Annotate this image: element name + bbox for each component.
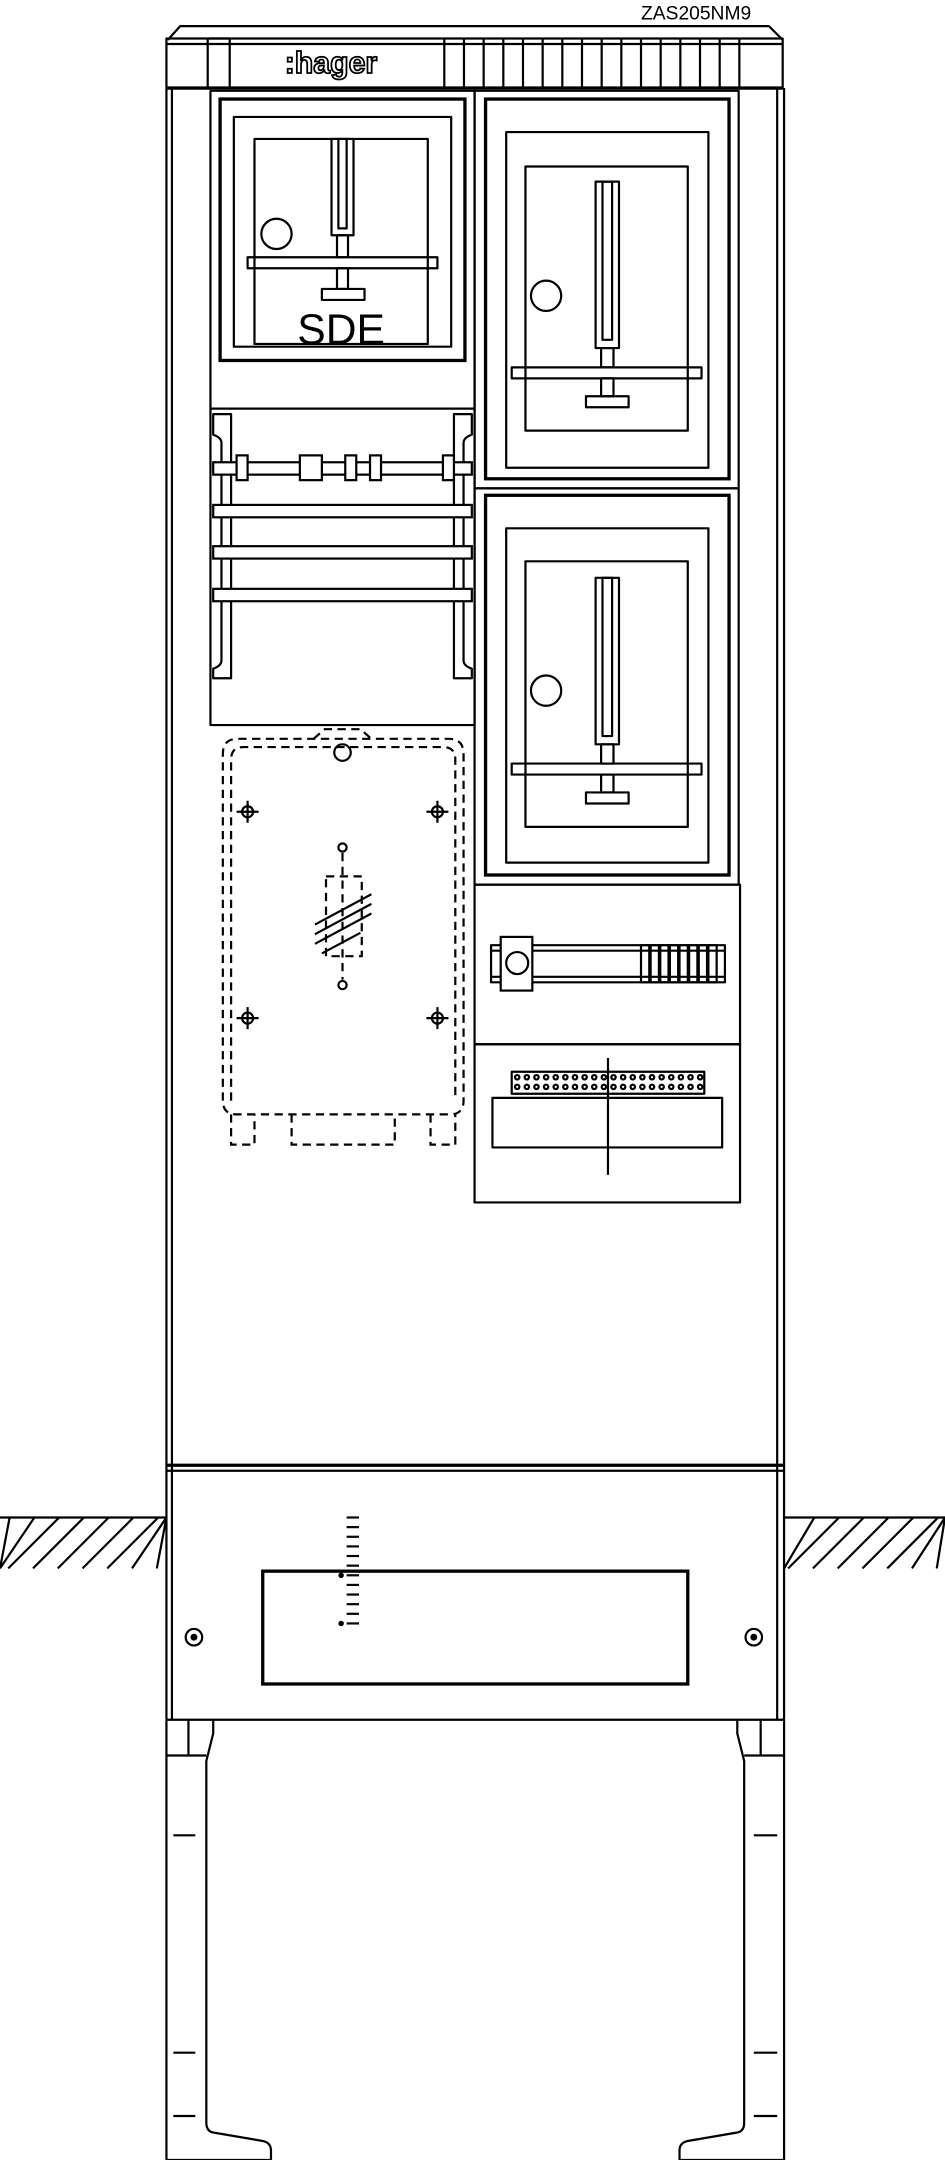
terminal bbox=[562, 1073, 569, 1081]
terminal bbox=[610, 1073, 617, 1081]
sde-meter-compartment: SDE bbox=[209, 89, 476, 410]
base-section bbox=[0, 1516, 945, 1686]
terminal bbox=[590, 1073, 598, 1081]
terminal bbox=[687, 1083, 694, 1091]
terminal bbox=[696, 1073, 704, 1081]
ground-hatch bbox=[783, 1516, 816, 1569]
terminal-compartment bbox=[473, 883, 742, 1046]
ground-hatch bbox=[56, 1516, 110, 1570]
terminal bbox=[619, 1073, 627, 1081]
mounting-screw-icon bbox=[426, 1007, 449, 1030]
terminal bbox=[571, 1073, 579, 1081]
ground-hatch bbox=[32, 1516, 85, 1570]
svg-text::hager: :hager bbox=[285, 47, 378, 80]
cabinet-feet bbox=[165, 1719, 786, 2160]
ground-hatch bbox=[131, 1516, 168, 1570]
ground-hatch bbox=[0, 1517, 11, 1569]
terminal bbox=[533, 1083, 540, 1091]
terminal bbox=[639, 1073, 646, 1081]
busbar-area bbox=[209, 408, 476, 727]
connection-box-dashed bbox=[221, 728, 465, 1146]
terminal bbox=[648, 1083, 656, 1091]
meter-compartment-1 bbox=[473, 89, 740, 490]
terminal bbox=[658, 1073, 665, 1081]
terminal bbox=[533, 1073, 540, 1081]
terminal bbox=[697, 944, 709, 984]
terminal bbox=[688, 944, 699, 984]
ground-hatch bbox=[886, 1516, 939, 1570]
mounting-screw-icon bbox=[236, 1007, 259, 1030]
terminal bbox=[513, 1073, 521, 1081]
mounting-screw-icon bbox=[236, 800, 259, 823]
terminal bbox=[542, 1073, 550, 1081]
ground-hatch bbox=[106, 1516, 159, 1570]
terminal bbox=[677, 1073, 685, 1081]
terminal bbox=[542, 1083, 550, 1091]
ground-hatch bbox=[935, 1517, 945, 1569]
mounting-screw-icon bbox=[426, 800, 449, 823]
terminal bbox=[667, 1083, 675, 1091]
terminal bbox=[629, 1073, 637, 1081]
cabinet-body bbox=[165, 88, 786, 1721]
terminal bbox=[562, 1083, 569, 1091]
terminal bbox=[581, 1083, 588, 1091]
distribution-compartment bbox=[473, 1043, 742, 1204]
terminal bbox=[639, 1083, 646, 1091]
ground-hatch bbox=[911, 1516, 945, 1570]
terminal bbox=[619, 1083, 627, 1091]
terminal bbox=[590, 1083, 598, 1091]
ground-hatch bbox=[861, 1516, 915, 1570]
terminal bbox=[581, 1073, 588, 1081]
terminal bbox=[707, 944, 718, 984]
terminal bbox=[668, 944, 680, 984]
ground-hatch bbox=[81, 1516, 135, 1570]
terminal bbox=[600, 1083, 608, 1091]
hager-logo: :hager bbox=[284, 46, 378, 81]
ground-hatch bbox=[836, 1516, 890, 1570]
terminal bbox=[600, 1073, 608, 1081]
terminal bbox=[639, 944, 651, 984]
terminal bbox=[610, 1083, 617, 1091]
terminal bbox=[677, 1083, 685, 1091]
terminal bbox=[523, 1073, 531, 1081]
terminal bbox=[552, 1083, 560, 1091]
scale-dot bbox=[338, 1572, 344, 1579]
scale-dot bbox=[338, 1620, 344, 1627]
model-code: ZAS205NM9 bbox=[641, 3, 751, 24]
terminal bbox=[552, 1073, 560, 1081]
ground-hatch bbox=[0, 1516, 36, 1570]
ground-hatch bbox=[812, 1516, 865, 1570]
sde-label: SDE bbox=[297, 306, 385, 354]
terminal bbox=[629, 1083, 637, 1091]
ground-hatch bbox=[787, 1516, 840, 1570]
meter-compartment-2 bbox=[473, 487, 740, 886]
terminal bbox=[658, 1083, 665, 1091]
ground-hatch bbox=[155, 1517, 168, 1569]
terminal bbox=[649, 944, 660, 984]
terminal bbox=[513, 1083, 521, 1091]
terminal bbox=[678, 944, 689, 984]
terminal bbox=[696, 1083, 704, 1091]
terminal bbox=[667, 1073, 675, 1081]
terminal bbox=[659, 944, 670, 984]
terminal bbox=[687, 1073, 694, 1081]
ground-hatch bbox=[7, 1516, 60, 1570]
terminal bbox=[648, 1073, 656, 1081]
terminal bbox=[523, 1083, 531, 1091]
top-cap: :hager bbox=[165, 25, 784, 90]
terminal bbox=[571, 1083, 579, 1091]
